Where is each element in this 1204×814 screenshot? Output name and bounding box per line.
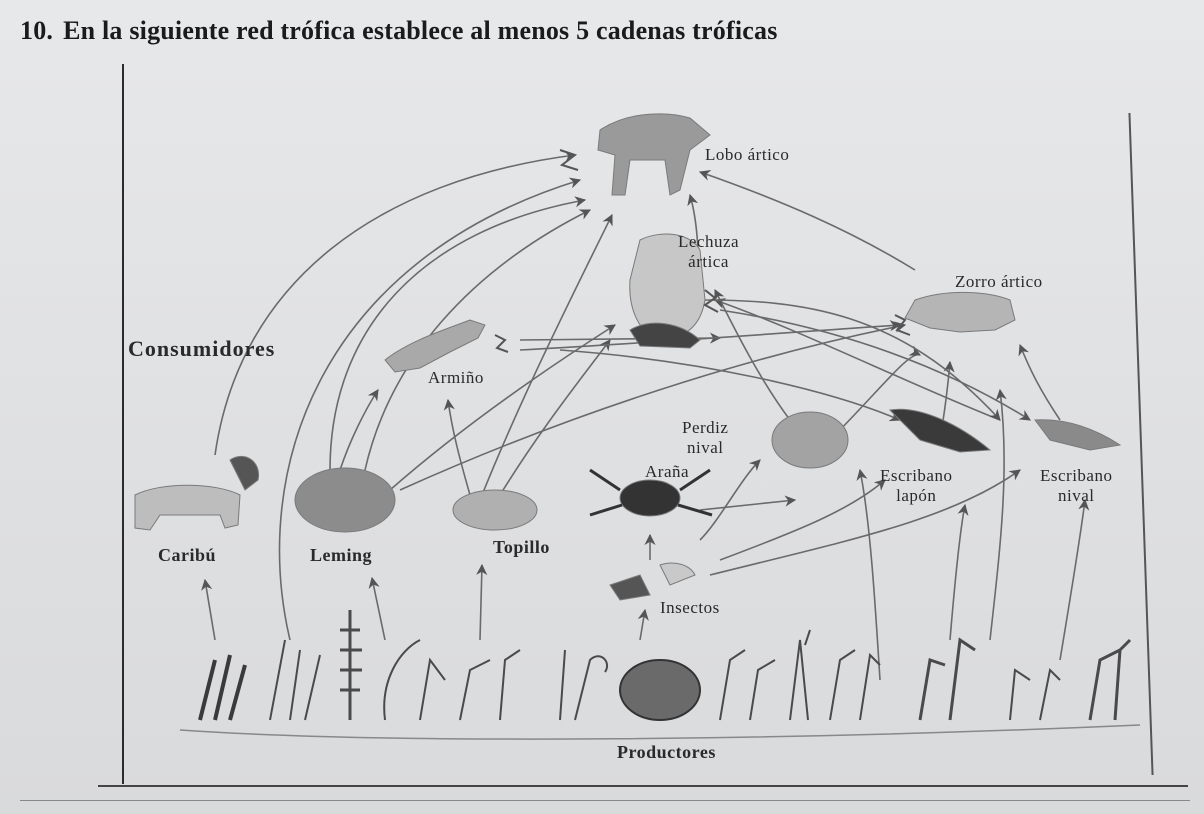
perched-bird-illustration xyxy=(629,322,701,349)
arrow-topillo-lechuza xyxy=(499,339,611,496)
insects-illustration xyxy=(609,562,696,601)
animals xyxy=(134,113,1122,601)
arrow-cross-2 xyxy=(559,349,902,422)
question-text: En la siguiente red trófica establece al… xyxy=(63,16,778,45)
label-escribano-nival-line2: nival xyxy=(1057,486,1095,505)
label-zorro: Zorro ártico xyxy=(955,272,1043,291)
wolf-illustration xyxy=(597,113,711,196)
label-caribu: Caribú xyxy=(158,545,217,565)
label-escribano-lapon-line2: lapón xyxy=(896,486,937,505)
arrow-insectos-perdiz xyxy=(699,459,761,541)
feeding-arrows xyxy=(201,150,1090,681)
label-lechuza: Lechuza ártica xyxy=(678,232,739,272)
arrow-plants-insectos xyxy=(637,608,649,641)
arrow-plants-escribano-nival xyxy=(1059,498,1090,661)
question-number: 10. xyxy=(20,16,54,45)
frame-bottom-border xyxy=(98,785,1188,787)
arrow-leming-armino xyxy=(339,389,379,471)
arrow-leming-lobo xyxy=(329,196,587,471)
arrow-insectos-escribano xyxy=(709,469,1021,576)
snow-bunting-illustration xyxy=(1034,419,1122,451)
arrow-plants-caribu xyxy=(201,578,216,641)
arrow-plants-perdiz xyxy=(856,468,881,681)
arrow-plants-leming xyxy=(368,576,386,641)
question-heading: 10. En la siguiente red trófica establece… xyxy=(20,16,778,46)
arrow-plants-lapon xyxy=(949,503,969,641)
label-leming: Leming xyxy=(310,545,373,565)
arctic-fox-illustration xyxy=(904,292,1016,333)
arrow-caribu-lobo xyxy=(214,150,577,456)
arrow-insectos-lapon xyxy=(719,479,886,561)
arrow-zorro-lobo xyxy=(698,170,916,271)
frame-left-border xyxy=(122,64,124,784)
label-lechuza-line1: Lechuza xyxy=(678,232,740,251)
arrow-leming-zorro xyxy=(399,321,907,491)
arrow-topillo-armino xyxy=(443,398,471,496)
label-insectos: Insectos xyxy=(660,598,720,617)
label-consumidores: Consumidores xyxy=(128,336,276,361)
ermine-illustration xyxy=(384,319,486,373)
arrow-plants-topillo xyxy=(476,563,488,641)
label-escribano-nival: Escribano nival xyxy=(1040,466,1112,506)
page-rule xyxy=(20,800,1190,801)
lemming-illustration xyxy=(294,467,396,533)
label-topillo: Topillo xyxy=(493,537,550,557)
label-armino: Armiño xyxy=(428,368,484,387)
lapland-bunting-illustration xyxy=(888,408,992,453)
producers-plants xyxy=(179,610,1141,740)
arrow-escribano-lechuza xyxy=(713,298,1001,421)
arrow-topillo-lobo xyxy=(479,213,613,501)
spider-illustration xyxy=(589,468,713,517)
arrow-cross-3 xyxy=(719,309,1031,421)
arrow-leming-lobo-2 xyxy=(364,209,592,471)
arrow-perdiz-zorro xyxy=(829,345,922,441)
arrow-plants-lobo xyxy=(278,177,582,641)
arrow-escribano-nival-zorro xyxy=(1018,343,1061,421)
arrow-plants-zorro xyxy=(989,388,1007,641)
vole-illustration xyxy=(452,489,538,531)
label-escribano-nival-line1: Escribano xyxy=(1040,466,1113,485)
ptarmigan-illustration xyxy=(771,411,849,469)
arrow-arana-escribano xyxy=(699,495,797,511)
caribou-illustration xyxy=(134,455,260,531)
arrowhead-marks xyxy=(494,149,911,353)
arrow-armino-zorro xyxy=(519,320,902,351)
label-arana: Araña xyxy=(645,462,690,481)
label-lobo: Lobo ártico xyxy=(705,145,790,164)
label-productores: Productores xyxy=(617,742,716,762)
label-lechuza-line2: ártica xyxy=(688,252,729,271)
label-perdiz: Perdiz nival xyxy=(682,418,728,458)
label-escribano-lapon: Escribano lapón xyxy=(880,466,952,506)
label-perdiz-line2: nival xyxy=(686,438,724,457)
label-perdiz-line1: Perdiz xyxy=(682,418,729,437)
label-escribano-lapon-line1: Escribano xyxy=(880,466,953,485)
